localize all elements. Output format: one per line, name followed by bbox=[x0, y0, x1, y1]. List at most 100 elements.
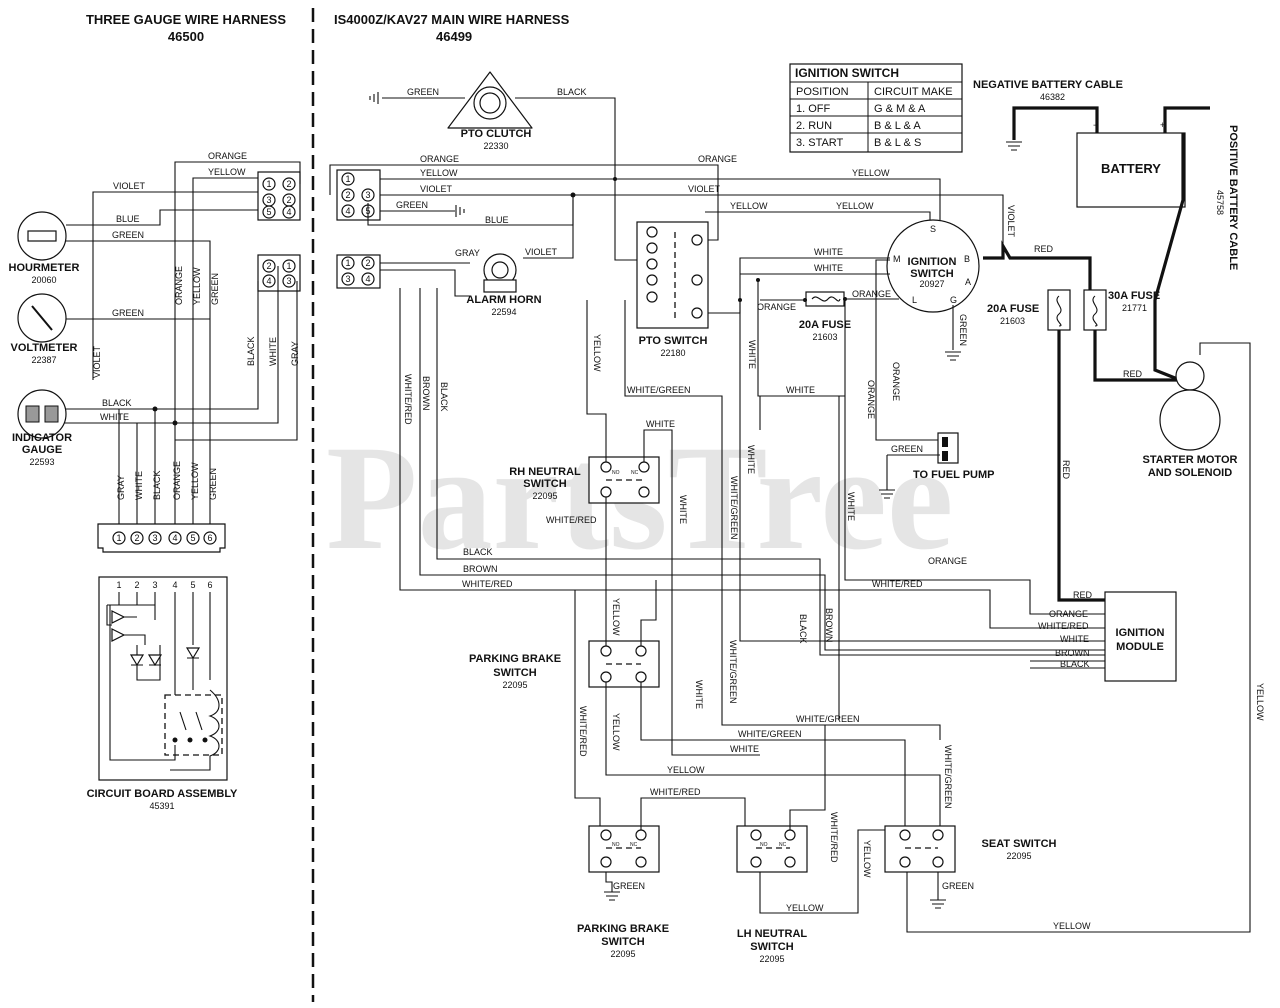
svg-text:WHITE: WHITE bbox=[1060, 634, 1089, 644]
svg-text:5: 5 bbox=[266, 207, 271, 217]
svg-text:VIOLET: VIOLET bbox=[688, 184, 721, 194]
svg-text:WHITE/GREEN: WHITE/GREEN bbox=[796, 714, 860, 724]
svg-text:SWITCH: SWITCH bbox=[750, 941, 793, 953]
svg-text:4: 4 bbox=[266, 276, 271, 286]
lower-harness-wires: BLACK BLACK BLACK BROWN BROWN BROWN WHIT… bbox=[399, 288, 1105, 656]
svg-text:BLACK: BLACK bbox=[1060, 659, 1090, 669]
svg-text:46382: 46382 bbox=[1040, 92, 1065, 102]
svg-text:22095: 22095 bbox=[610, 949, 635, 959]
svg-text:WHITE: WHITE bbox=[747, 340, 757, 369]
svg-text:20A FUSE: 20A FUSE bbox=[799, 319, 851, 331]
svg-text:WHITE: WHITE bbox=[646, 419, 675, 429]
svg-text:GREEN: GREEN bbox=[112, 230, 144, 240]
svg-text:YELLOW: YELLOW bbox=[592, 334, 602, 372]
svg-text:RH NEUTRAL: RH NEUTRAL bbox=[509, 466, 581, 478]
svg-text:RED: RED bbox=[1034, 244, 1054, 254]
svg-text:NO: NO bbox=[612, 842, 620, 848]
svg-text:WHITE/RED: WHITE/RED bbox=[1038, 621, 1089, 631]
left-section-title: THREE GAUGE WIRE HARNESS bbox=[86, 12, 286, 27]
seat-switch: GREEN SEAT SWITCH 22095 bbox=[884, 825, 1057, 909]
svg-text:BROWN: BROWN bbox=[463, 564, 498, 574]
three-gauge-harness: 1 2 3 2 5 4 2 1 4 3 ORANGE YELLOW VIOLET… bbox=[9, 151, 301, 553]
svg-text:ORANGE: ORANGE bbox=[928, 556, 967, 566]
svg-text:ORANGE: ORANGE bbox=[420, 154, 459, 164]
svg-text:BLUE: BLUE bbox=[485, 215, 509, 225]
svg-text:22594: 22594 bbox=[491, 307, 516, 317]
svg-text:20927: 20927 bbox=[919, 279, 944, 289]
svg-text:WHITE: WHITE bbox=[694, 680, 704, 709]
svg-text:YELLOW: YELLOW bbox=[208, 167, 246, 177]
svg-text:SEAT SWITCH: SEAT SWITCH bbox=[982, 838, 1057, 850]
right-section-title: IS4000Z/KAV27 MAIN WIRE HARNESS bbox=[334, 12, 570, 27]
battery-body bbox=[1076, 132, 1186, 208]
ignition-switch: IGNITION SWITCH 20927 S M B A L G GREEN … bbox=[875, 219, 980, 441]
svg-text:4: 4 bbox=[172, 580, 177, 590]
starter-motor: STARTER MOTOR AND SOLENOID YELLOW YELLOW bbox=[906, 342, 1265, 933]
svg-text:TO FUEL PUMP: TO FUEL PUMP bbox=[913, 469, 995, 481]
svg-text:YELLOW: YELLOW bbox=[1053, 921, 1091, 931]
svg-text:WHITE: WHITE bbox=[786, 385, 815, 395]
battery-group: NEGATIVE BATTERY CABLE 46382 − + BATTERY… bbox=[973, 79, 1239, 382]
svg-text:BLUE: BLUE bbox=[116, 214, 140, 224]
svg-text:YELLOW: YELLOW bbox=[852, 168, 890, 178]
svg-text:GREEN: GREEN bbox=[208, 468, 218, 500]
svg-text:WHITE/RED: WHITE/RED bbox=[650, 787, 701, 797]
svg-text:NC: NC bbox=[630, 842, 638, 848]
svg-text:WHITE/RED: WHITE/RED bbox=[829, 812, 839, 863]
svg-text:BLACK: BLACK bbox=[152, 470, 162, 500]
svg-text:CIRCUIT MAKE: CIRCUIT MAKE bbox=[874, 86, 953, 98]
svg-text:WHITE: WHITE bbox=[730, 744, 759, 754]
svg-text:YELLOW: YELLOW bbox=[611, 713, 621, 751]
svg-text:WHITE: WHITE bbox=[814, 263, 843, 273]
svg-text:HOURMETER: HOURMETER bbox=[9, 262, 80, 274]
svg-text:3: 3 bbox=[152, 533, 157, 543]
svg-text:POSITIVE BATTERY CABLE: POSITIVE BATTERY CABLE bbox=[1227, 125, 1239, 270]
svg-text:VIOLET: VIOLET bbox=[1006, 205, 1016, 238]
svg-text:YELLOW: YELLOW bbox=[192, 267, 202, 305]
parking-brake-switch-upper: PARKING BRAKE SWITCH 22095 YELLOW YELLOW… bbox=[469, 445, 953, 830]
right-section-part: 46499 bbox=[436, 29, 472, 44]
svg-text:GAUGE: GAUGE bbox=[22, 444, 62, 456]
svg-text:WHITE/GREEN: WHITE/GREEN bbox=[728, 640, 738, 704]
svg-text:30A FUSE: 30A FUSE bbox=[1108, 290, 1160, 302]
svg-text:A: A bbox=[965, 277, 971, 287]
svg-text:22593: 22593 bbox=[29, 457, 54, 467]
svg-text:WHITE/RED: WHITE/RED bbox=[872, 579, 923, 589]
svg-text:GREEN: GREEN bbox=[407, 87, 439, 97]
svg-text:CIRCUIT BOARD ASSEMBLY: CIRCUIT BOARD ASSEMBLY bbox=[87, 788, 238, 800]
ignition-switch-table: IGNITION SWITCH POSITION CIRCUIT MAKE 1.… bbox=[789, 63, 963, 153]
svg-text:GREEN: GREEN bbox=[210, 273, 220, 305]
fuses-right: RED 20A FUSE 21603 30A FUSE 21771 RED RE… bbox=[983, 240, 1180, 602]
svg-text:WHITE: WHITE bbox=[678, 495, 688, 524]
svg-text:1: 1 bbox=[116, 580, 121, 590]
svg-text:VIOLET: VIOLET bbox=[92, 345, 102, 378]
svg-text:−: − bbox=[1093, 120, 1098, 130]
svg-text:VIOLET: VIOLET bbox=[113, 181, 146, 191]
svg-text:3: 3 bbox=[152, 580, 157, 590]
svg-text:YELLOW: YELLOW bbox=[862, 840, 872, 878]
svg-text:ORANGE: ORANGE bbox=[174, 266, 184, 305]
svg-text:NO: NO bbox=[760, 842, 768, 848]
svg-text:G & M & A: G & M & A bbox=[874, 103, 926, 115]
svg-text:BROWN: BROWN bbox=[824, 608, 834, 643]
svg-text:2: 2 bbox=[345, 190, 350, 200]
svg-text:22095: 22095 bbox=[502, 680, 527, 690]
svg-text:ORANGE: ORANGE bbox=[208, 151, 247, 161]
svg-text:SWITCH: SWITCH bbox=[910, 268, 953, 280]
svg-text:MODULE: MODULE bbox=[1116, 641, 1164, 653]
svg-text:WHITE: WHITE bbox=[100, 412, 129, 422]
svg-text:NC: NC bbox=[779, 842, 787, 848]
svg-text:3: 3 bbox=[286, 276, 291, 286]
svg-text:YELLOW: YELLOW bbox=[667, 765, 705, 775]
svg-text:GREEN: GREEN bbox=[112, 308, 144, 318]
svg-text:2: 2 bbox=[286, 179, 291, 189]
svg-text:4: 4 bbox=[365, 274, 370, 284]
svg-text:B & L & A: B & L & A bbox=[874, 120, 921, 132]
svg-text:ORANGE: ORANGE bbox=[757, 302, 796, 312]
svg-text:22387: 22387 bbox=[31, 355, 56, 365]
svg-text:3: 3 bbox=[365, 190, 370, 200]
svg-text:+: + bbox=[1160, 120, 1165, 130]
svg-text:1: 1 bbox=[266, 179, 271, 189]
svg-text:6: 6 bbox=[207, 580, 212, 590]
svg-text:GREEN: GREEN bbox=[958, 314, 968, 346]
